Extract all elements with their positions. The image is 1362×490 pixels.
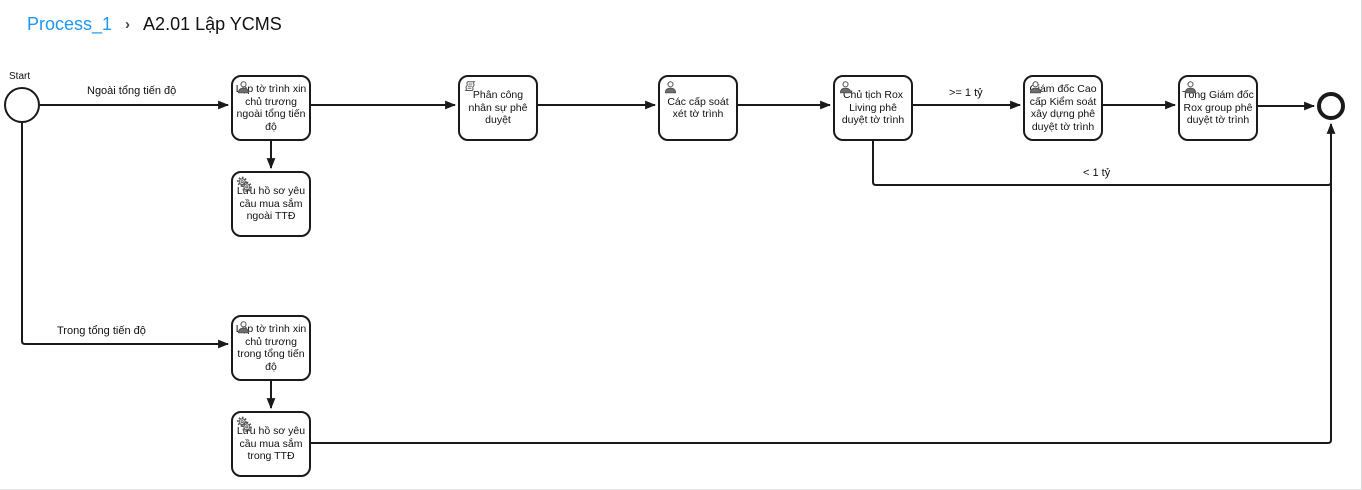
- flow-label-lt-1-ty[interactable]: < 1 tỷ: [1082, 167, 1112, 179]
- task-label: Chủ tịch Rox Living phê duyệt tờ trình: [841, 89, 905, 127]
- task-label: Lưu hồ sơ yêu cầu mua sắm trong TTĐ: [236, 425, 306, 463]
- task-label: Lưu hồ sơ yêu cầu mua sắm ngoài TTĐ: [236, 185, 306, 223]
- user-icon: [1183, 80, 1198, 99]
- chevron-right-icon: ›: [125, 16, 131, 33]
- task-label: Tổng Giám đốc Rox group phê duyệt tờ trì…: [1182, 89, 1254, 127]
- end-event[interactable]: [1317, 92, 1345, 120]
- task-label: Lập tờ trình xin chủ trương trong tổng t…: [235, 323, 307, 373]
- script-icon: [463, 80, 477, 98]
- task-luu-ho-so-ngoai[interactable]: Lưu hồ sơ yêu cầu mua sắm ngoài TTĐ: [231, 171, 311, 237]
- flow-label-ngoai-tong-tien-do[interactable]: Ngoài tổng tiến độ: [86, 85, 178, 97]
- task-giam-doc-cao-cap[interactable]: Giám đốc Cao cấp Kiểm soát xây dựng phê …: [1023, 75, 1103, 141]
- task-cac-cap-soat-xet[interactable]: Các cấp soát xét tờ trình: [658, 75, 738, 141]
- user-icon: [663, 80, 678, 99]
- task-luu-ho-so-trong[interactable]: Lưu hồ sơ yêu cầu mua sắm trong TTĐ: [231, 411, 311, 477]
- task-label: Phân công nhân sự phê duyệt: [468, 89, 528, 127]
- task-label: Giám đốc Cao cấp Kiểm soát xây dựng phê …: [1029, 83, 1097, 133]
- breadcrumb-process-link[interactable]: Process_1: [27, 14, 113, 34]
- breadcrumb-current-title: A2.01 Lập YCMS: [143, 14, 282, 34]
- service-gears-icon: [236, 176, 253, 197]
- task-chu-tich-rox[interactable]: Chủ tịch Rox Living phê duyệt tờ trình: [833, 75, 913, 141]
- service-gears-icon: [236, 416, 253, 437]
- user-icon: [236, 80, 251, 99]
- user-icon: [236, 320, 251, 339]
- flow-label-trong-tong-tien-do[interactable]: Trong tổng tiến độ: [56, 325, 147, 337]
- user-icon: [838, 80, 853, 99]
- flow-label-gte-1-ty[interactable]: >= 1 tỷ: [948, 87, 984, 99]
- task-label: Các cấp soát xét tờ trình: [667, 95, 729, 121]
- task-label: Lập tờ trình xin chủ trương ngoài tổng t…: [235, 83, 307, 133]
- task-lap-to-trinh-trong[interactable]: Lập tờ trình xin chủ trương trong tổng t…: [231, 315, 311, 381]
- start-event-label: Start: [9, 71, 31, 82]
- task-phan-cong[interactable]: Phân công nhân sự phê duyệt: [458, 75, 538, 141]
- user-icon: [1028, 80, 1043, 99]
- start-event[interactable]: [4, 87, 40, 123]
- task-lap-to-trinh-ngoai[interactable]: Lập tờ trình xin chủ trương ngoài tổng t…: [231, 75, 311, 141]
- breadcrumb: Process_1 › A2.01 Lập YCMS: [27, 14, 282, 35]
- task-tong-giam-doc[interactable]: Tổng Giám đốc Rox group phê duyệt tờ trì…: [1178, 75, 1258, 141]
